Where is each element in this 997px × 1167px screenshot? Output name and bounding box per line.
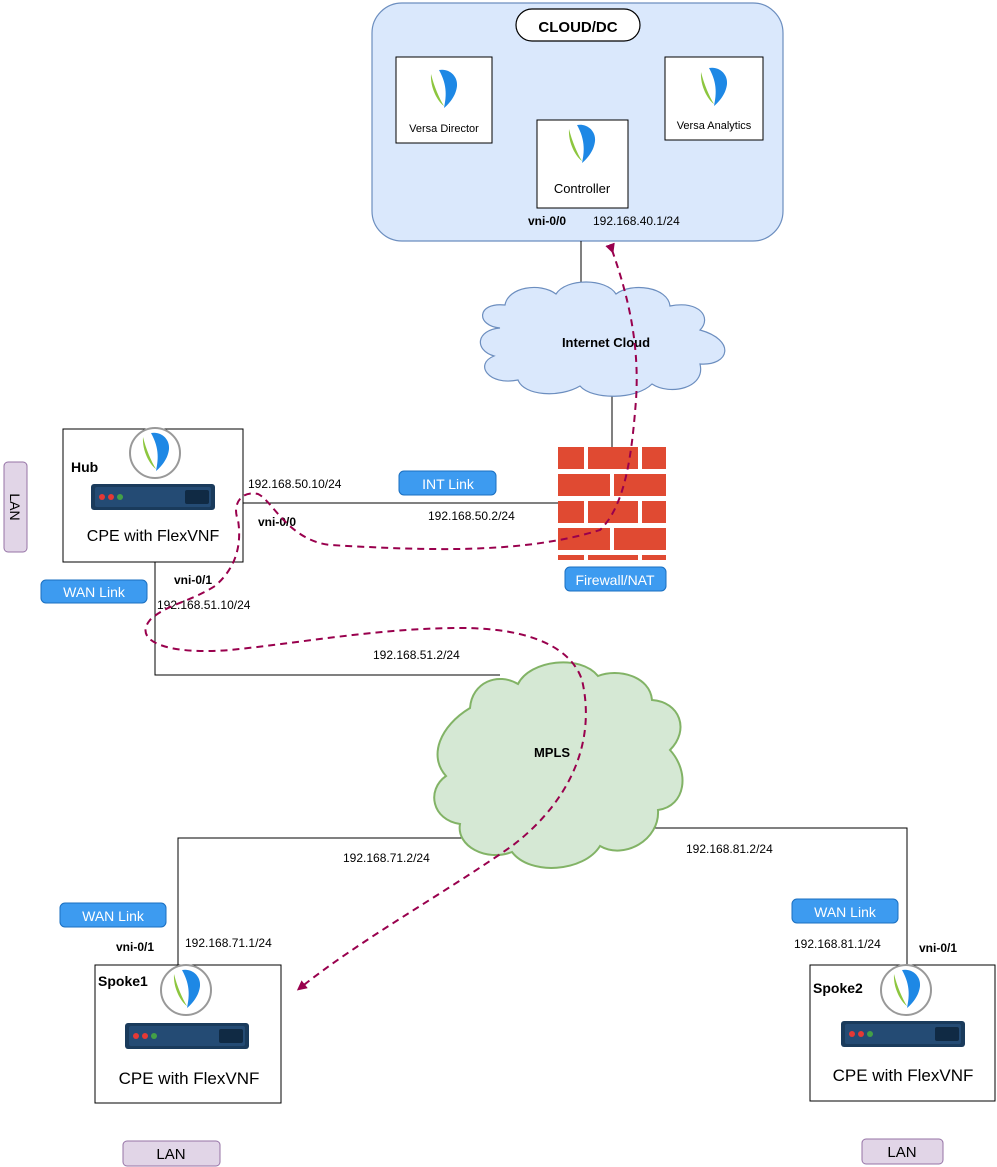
mpls-hub-ip: 192.168.51.2/24 xyxy=(373,648,460,662)
mpls-cloud: MPLS xyxy=(433,661,684,869)
cloud-dc-title: CLOUD/DC xyxy=(538,19,617,36)
internet-cloud-label: Internet Cloud xyxy=(562,335,650,350)
hub-int-interface: vni-0/0 xyxy=(258,515,296,529)
internet-cloud: Internet Cloud xyxy=(479,281,726,397)
spoke1-device-label: CPE with FlexVNF xyxy=(119,1069,260,1088)
controller-ip-label: 192.168.40.1/24 xyxy=(593,214,680,228)
spoke2-device-label: CPE with FlexVNF xyxy=(833,1066,974,1085)
hub-lan-badge[interactable]: LAN xyxy=(3,461,28,553)
spoke2-wan-interface: vni-0/1 xyxy=(919,941,957,955)
cloud-dc-region: CLOUD/DC Versa Director Versa Analytics … xyxy=(371,2,784,242)
firewall-brick-icon xyxy=(558,447,666,560)
hub-wan-interface: vni-0/1 xyxy=(174,573,212,587)
versa-analytics-label: Versa Analytics xyxy=(677,120,752,132)
hub-wan-link-label: WAN Link xyxy=(63,584,126,600)
spoke1-lan-label: LAN xyxy=(156,1146,185,1163)
hub-int-ip: 192.168.50.10/24 xyxy=(248,477,342,491)
versa-director-label: Versa Director xyxy=(409,123,479,135)
spoke2-node[interactable]: Spoke2 CPE with FlexVNF xyxy=(809,964,996,1102)
versa-analytics-node[interactable]: Versa Analytics xyxy=(664,56,764,141)
firewall-node[interactable]: Firewall/NAT xyxy=(558,447,667,592)
spoke1-node[interactable]: Spoke1 CPE with FlexVNF xyxy=(94,964,282,1104)
hub-logo-ring xyxy=(129,427,181,479)
traffic-path-arrow xyxy=(144,242,638,991)
controller-label: Controller xyxy=(554,181,611,196)
controller-node[interactable]: Controller xyxy=(536,119,629,209)
spoke2-wan-ip: 192.168.81.1/24 xyxy=(794,937,881,951)
spoke2-logo-ring xyxy=(880,964,932,1016)
spoke1-wan-ip: 192.168.71.1/24 xyxy=(185,936,272,950)
spoke2-wan-link-badge[interactable]: WAN Link xyxy=(791,898,899,924)
spoke1-lan-badge[interactable]: LAN xyxy=(122,1140,221,1167)
spoke2-name: Spoke2 xyxy=(813,980,863,996)
spoke2-lan-badge[interactable]: LAN xyxy=(861,1138,944,1165)
mpls-spoke1-ip: 192.168.71.2/24 xyxy=(343,851,430,865)
hub-router-icon xyxy=(91,484,215,510)
controller-interface-label: vni-0/0 xyxy=(528,214,566,228)
spoke1-name: Spoke1 xyxy=(98,973,148,989)
spoke2-lan-label: LAN xyxy=(887,1144,916,1161)
hub-wan-ip: 192.168.51.10/24 xyxy=(157,598,251,612)
spoke2-wan-link-label: WAN Link xyxy=(814,904,877,920)
spoke1-wan-interface: vni-0/1 xyxy=(116,940,154,954)
hub-lan-label: LAN xyxy=(7,493,23,520)
mpls-label: MPLS xyxy=(534,745,570,760)
firewall-label: Firewall/NAT xyxy=(575,572,655,588)
spoke2-router-icon xyxy=(841,1021,965,1047)
hub-name: Hub xyxy=(71,459,98,475)
firewall-int-ip: 192.168.50.2/24 xyxy=(428,509,515,523)
spoke1-wan-link-badge[interactable]: WAN Link xyxy=(59,902,167,928)
spoke1-logo-ring xyxy=(160,964,212,1016)
hub-int-link-label: INT Link xyxy=(422,476,475,492)
hub-device-label: CPE with FlexVNF xyxy=(87,528,220,545)
versa-director-node[interactable]: Versa Director xyxy=(395,56,493,144)
spoke1-wan-link-label: WAN Link xyxy=(82,908,145,924)
hub-wan-link-badge[interactable]: WAN Link xyxy=(40,579,148,604)
hub-node[interactable]: Hub CPE with FlexVNF xyxy=(62,427,244,563)
mpls-spoke2-ip: 192.168.81.2/24 xyxy=(686,842,773,856)
hub-int-link-badge[interactable]: INT Link xyxy=(398,470,497,496)
spoke1-router-icon xyxy=(125,1023,249,1049)
